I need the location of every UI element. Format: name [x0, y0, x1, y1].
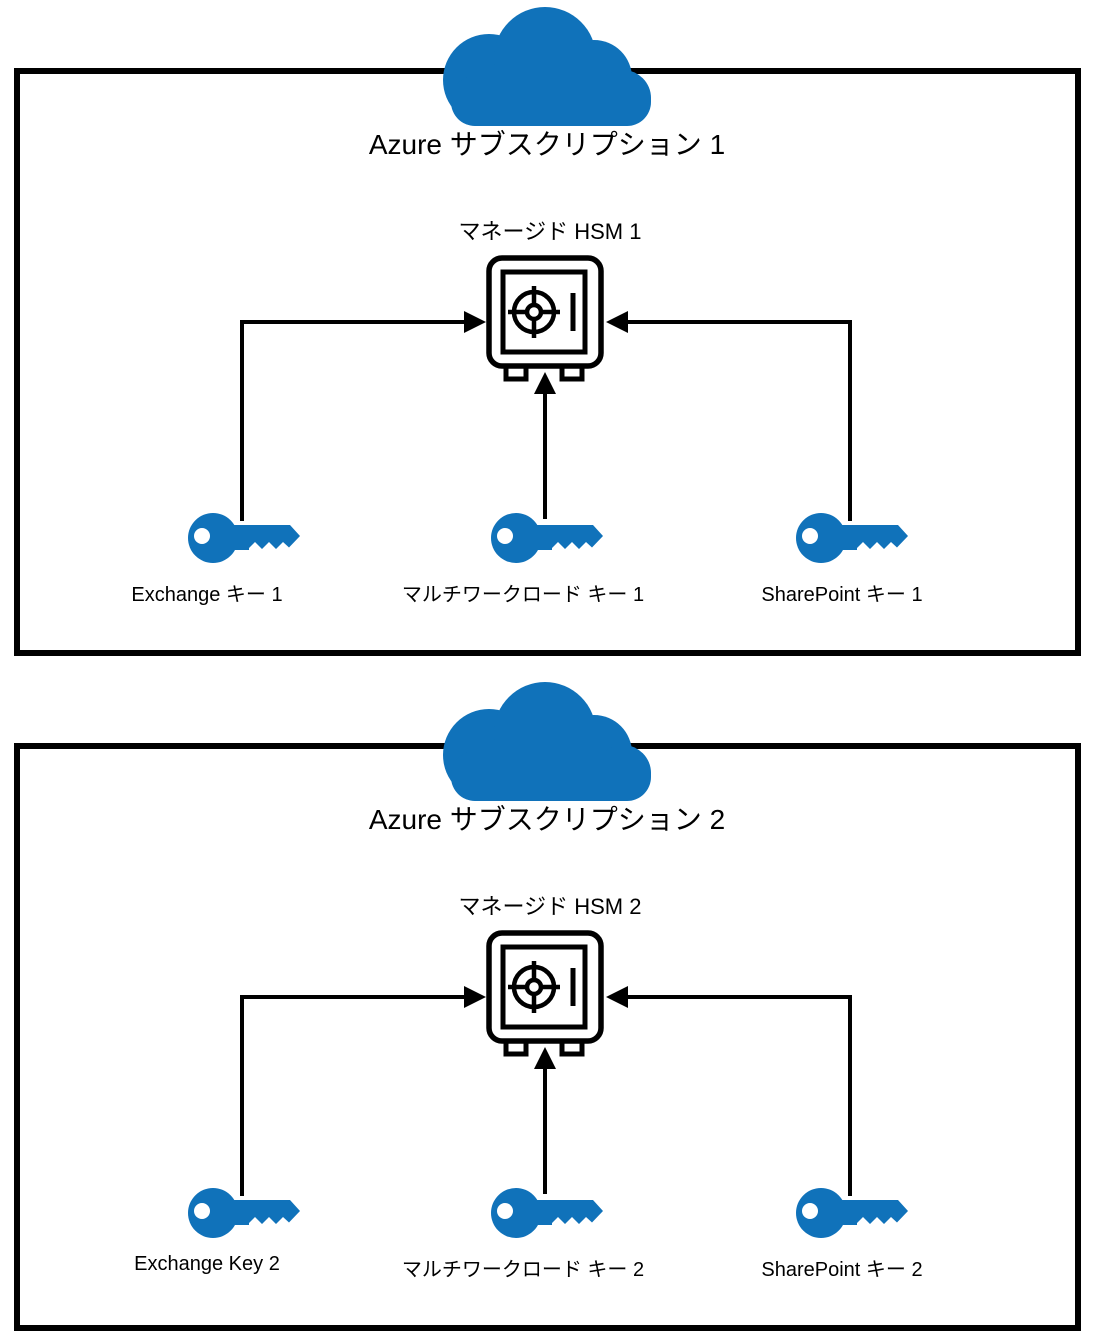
key-icon	[491, 513, 603, 563]
cloud-icon	[443, 682, 651, 801]
key-label: マルチワークロード キー 1	[401, 584, 645, 606]
managed-hsm-label: マネージド HSM 2	[458, 894, 642, 919]
key-icon	[796, 513, 908, 563]
subscription-2-group: Azure サブスクリプション 2 マネージド HSM 2	[0, 675, 1094, 1337]
key-icon	[188, 513, 300, 563]
key-label: Exchange Key 2	[134, 1253, 280, 1275]
key-label: SharePoint キー 1	[761, 584, 923, 606]
key-label: マルチワークロード キー 2	[401, 1259, 645, 1281]
key-icon	[796, 1188, 908, 1238]
subscription-1-group: Azure サブスクリプション 1 マネージド HSM 1	[0, 0, 1094, 662]
key-label: SharePoint キー 2	[761, 1259, 923, 1281]
hsm-safe-icon	[486, 930, 604, 1057]
subscription-title: Azure サブスクリプション 2	[368, 804, 726, 835]
connector-arrows	[240, 311, 852, 521]
key-icon	[188, 1188, 300, 1238]
key-icon	[491, 1188, 603, 1238]
key-label: Exchange キー 1	[131, 584, 283, 606]
hsm-safe-icon	[486, 255, 604, 382]
cloud-icon	[443, 7, 651, 126]
subscription-title: Azure サブスクリプション 1	[368, 129, 726, 160]
connector-arrows	[240, 986, 852, 1196]
managed-hsm-label: マネージド HSM 1	[458, 219, 642, 244]
